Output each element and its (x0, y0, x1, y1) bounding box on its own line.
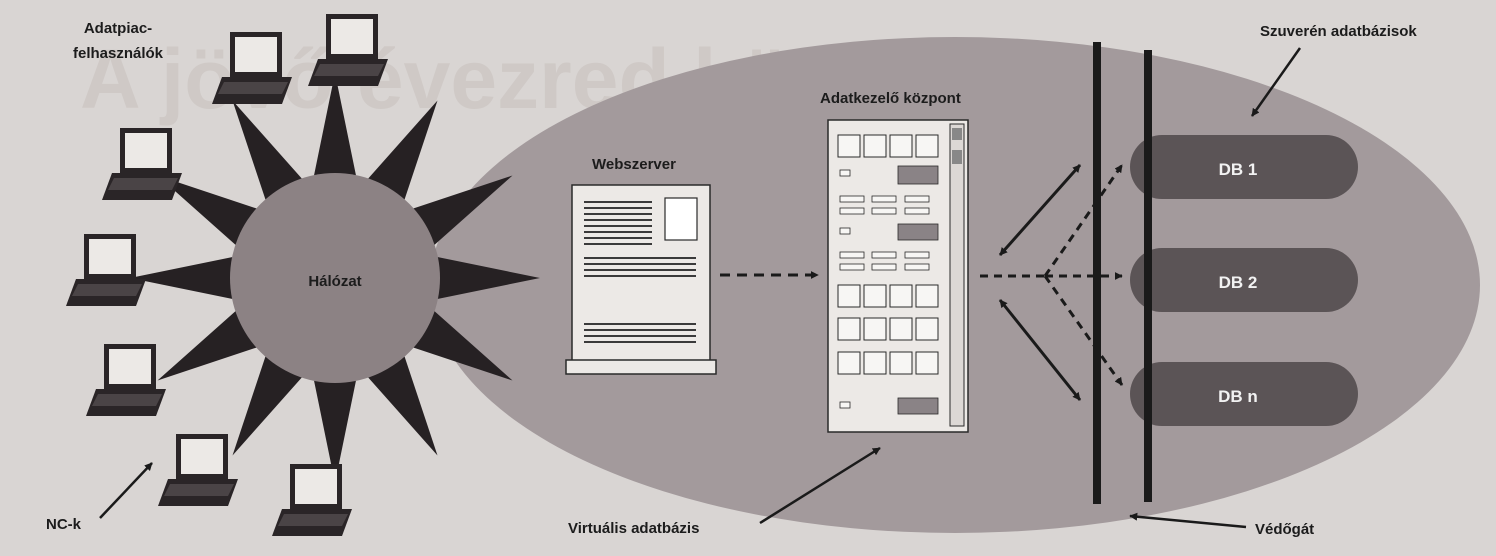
nc-label: NC-k (46, 516, 82, 533)
db-pill: DB 1 (1130, 135, 1358, 199)
data-center-label: Adatkezelő központ (820, 90, 961, 107)
client-laptops (66, 14, 388, 536)
virtual-database-label: Virtuális adatbázis (568, 520, 699, 537)
db-label: DB 2 (1219, 273, 1258, 292)
laptop-icon (66, 234, 146, 306)
db-pill: DB n (1130, 362, 1358, 426)
data-center-rack (827, 119, 969, 433)
users-label-line2: felhasználók (73, 45, 164, 62)
firewall-label: Védőgát (1255, 521, 1314, 538)
bidirectional-arrow-lower (998, 299, 1082, 401)
db-pill: DB 2 (1130, 248, 1358, 312)
laptop-icon (86, 344, 166, 416)
firewall-bar-right (1144, 50, 1152, 502)
network-circle (230, 173, 440, 383)
network-label: Hálózat (308, 273, 361, 290)
virtual-db-pointer-arrow (759, 446, 881, 525)
bidirectional-arrow-upper (998, 164, 1082, 256)
laptop-icon (308, 14, 388, 86)
firewall-bar-left (1093, 42, 1101, 504)
laptop-icon (272, 464, 352, 536)
db-label: DB 1 (1219, 160, 1258, 179)
webserver-label: Webszerver (592, 156, 676, 173)
users-label-line1: Adatpiac- (84, 20, 152, 37)
laptop-icon (212, 32, 292, 104)
laptop-icon (158, 434, 238, 506)
sovereign-databases-label: Szuverén adatbázisok (1260, 23, 1417, 40)
sovereign-pointer-arrow (1250, 47, 1302, 117)
laptop-icon (102, 128, 182, 200)
firewall-pointer-arrow (1129, 512, 1247, 529)
branch-arrow-db1 (1043, 164, 1124, 277)
nc-pointer-arrow (99, 462, 153, 519)
webserver-icon (565, 184, 717, 375)
db-label: DB n (1218, 387, 1258, 406)
